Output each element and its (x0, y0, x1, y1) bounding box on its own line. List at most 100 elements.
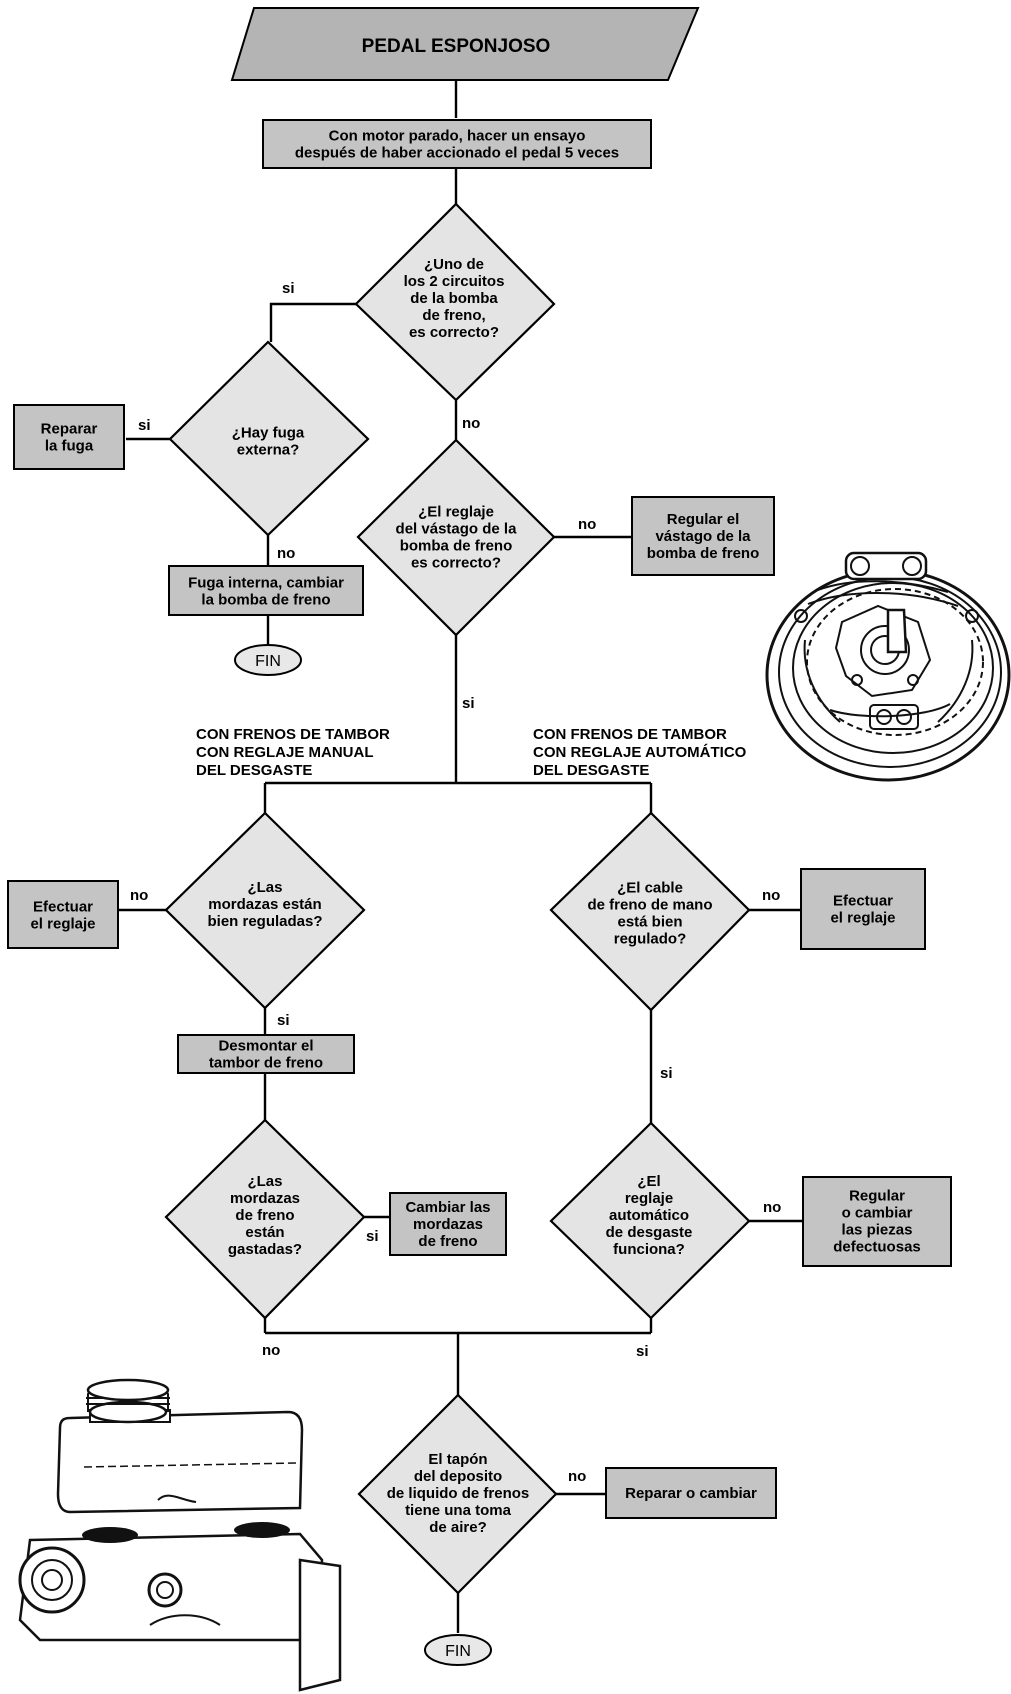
text-line: CON FRENOS DE TAMBOR (533, 726, 727, 743)
branch-label: si (138, 417, 151, 434)
title-shape (230, 7, 700, 81)
text-line: automático (609, 1207, 689, 1224)
text-line: las piezas (842, 1222, 913, 1239)
text-line: funciona? (613, 1241, 685, 1258)
text-line: el reglaje (830, 910, 895, 927)
text-line: Reparar (41, 421, 98, 438)
text-line: Fuga interna, cambiar (188, 575, 344, 592)
text-line: es correcto? (411, 555, 501, 572)
text-line: mordazas (413, 1216, 483, 1233)
external-leak-decision (168, 340, 370, 537)
auto-adjust-decision (549, 1121, 751, 1320)
text-line: la fuga (45, 438, 94, 455)
text-line: DEL DESGASTE (196, 762, 312, 779)
text-line: la bomba de freno (201, 592, 330, 609)
text-line: después de haber accionado el pedal 5 ve… (295, 145, 619, 162)
branch-label: si (366, 1228, 379, 1245)
text-line: Cambiar las (405, 1199, 490, 1216)
remove-drum-box (177, 1034, 355, 1074)
text-line: de liquido de frenos (387, 1485, 530, 1502)
text-line: DEL DESGASTE (533, 762, 649, 779)
do-adjust-right-box (800, 868, 926, 950)
text-line: ¿El cable (617, 880, 683, 897)
text-line: de freno, (422, 307, 485, 324)
text-line: del vástago de la (396, 521, 518, 538)
repair-leak-box (13, 404, 125, 470)
text-line: CON REGLAJE MANUAL (196, 744, 374, 761)
branch-label: no (762, 887, 780, 904)
branch-label: si (462, 695, 475, 712)
text-line: gastadas? (228, 1241, 302, 1258)
text-line: Desmontar el (218, 1038, 313, 1055)
master-cylinder-illustration (18, 1378, 342, 1692)
text-line: de freno (235, 1207, 294, 1224)
text-line: externa? (237, 442, 300, 459)
text-line: bomba de freno (400, 538, 513, 555)
rod-adjust-decision (356, 438, 556, 637)
text-line: ¿Uno de (424, 256, 484, 273)
fin-terminator-2 (424, 1634, 492, 1666)
text-line: ¿Hay fuga (232, 425, 305, 442)
adjust-parts-box (802, 1176, 952, 1267)
text-line: Reparar o cambiar (625, 1485, 757, 1502)
text-line: defectuosas (833, 1239, 921, 1256)
fin-terminator-1 (234, 644, 302, 676)
text-line: de la bomba (410, 290, 498, 307)
text-line: ¿Las (247, 879, 282, 896)
text-line: mordazas (230, 1190, 300, 1207)
text-line: tiene una toma (405, 1502, 512, 1519)
branch-label: no (277, 545, 295, 562)
branch-label: si (660, 1065, 673, 1082)
text-line: de aire? (429, 1519, 487, 1536)
text-line: CON REGLAJE AUTOMÁTICO (533, 744, 747, 761)
text-line: Regular el (667, 511, 740, 528)
replace-shoes-box (389, 1192, 507, 1256)
title-block: PEDAL ESPONJOSO (230, 7, 700, 81)
text-line: bien reguladas? (207, 913, 322, 930)
shoes-worn-decision (164, 1118, 366, 1320)
internal-leak-box (168, 565, 364, 616)
text-line: de freno de mano (587, 897, 712, 914)
text-line: bomba de freno (647, 545, 760, 562)
text-line: ¿El reglaje (418, 504, 494, 521)
text-line: El tapón (428, 1451, 487, 1468)
text-line: de desgaste (606, 1224, 693, 1241)
text-line: vástago de la (655, 528, 751, 545)
one-circuit-decision (354, 202, 556, 402)
repair-replace-box (605, 1467, 777, 1519)
text-line: ¿Las (247, 1173, 282, 1190)
branch-label: si (636, 1343, 649, 1360)
text-line: tambor de freno (209, 1055, 323, 1072)
text-line: de freno (418, 1233, 477, 1250)
engine-test-box (262, 119, 652, 169)
branch-label: no (262, 1342, 280, 1359)
text-line: Regular (849, 1188, 905, 1205)
text-line: es correcto? (409, 324, 499, 341)
branch-label: no (568, 1468, 586, 1485)
text-line: los 2 circuitos (404, 273, 505, 290)
branch-label: si (277, 1012, 290, 1029)
branch-label: no (763, 1199, 781, 1216)
branch-label: no (130, 887, 148, 904)
text-line: Efectuar (833, 893, 893, 910)
connectors (118, 80, 803, 1633)
do-adjust-left-box (7, 880, 119, 949)
